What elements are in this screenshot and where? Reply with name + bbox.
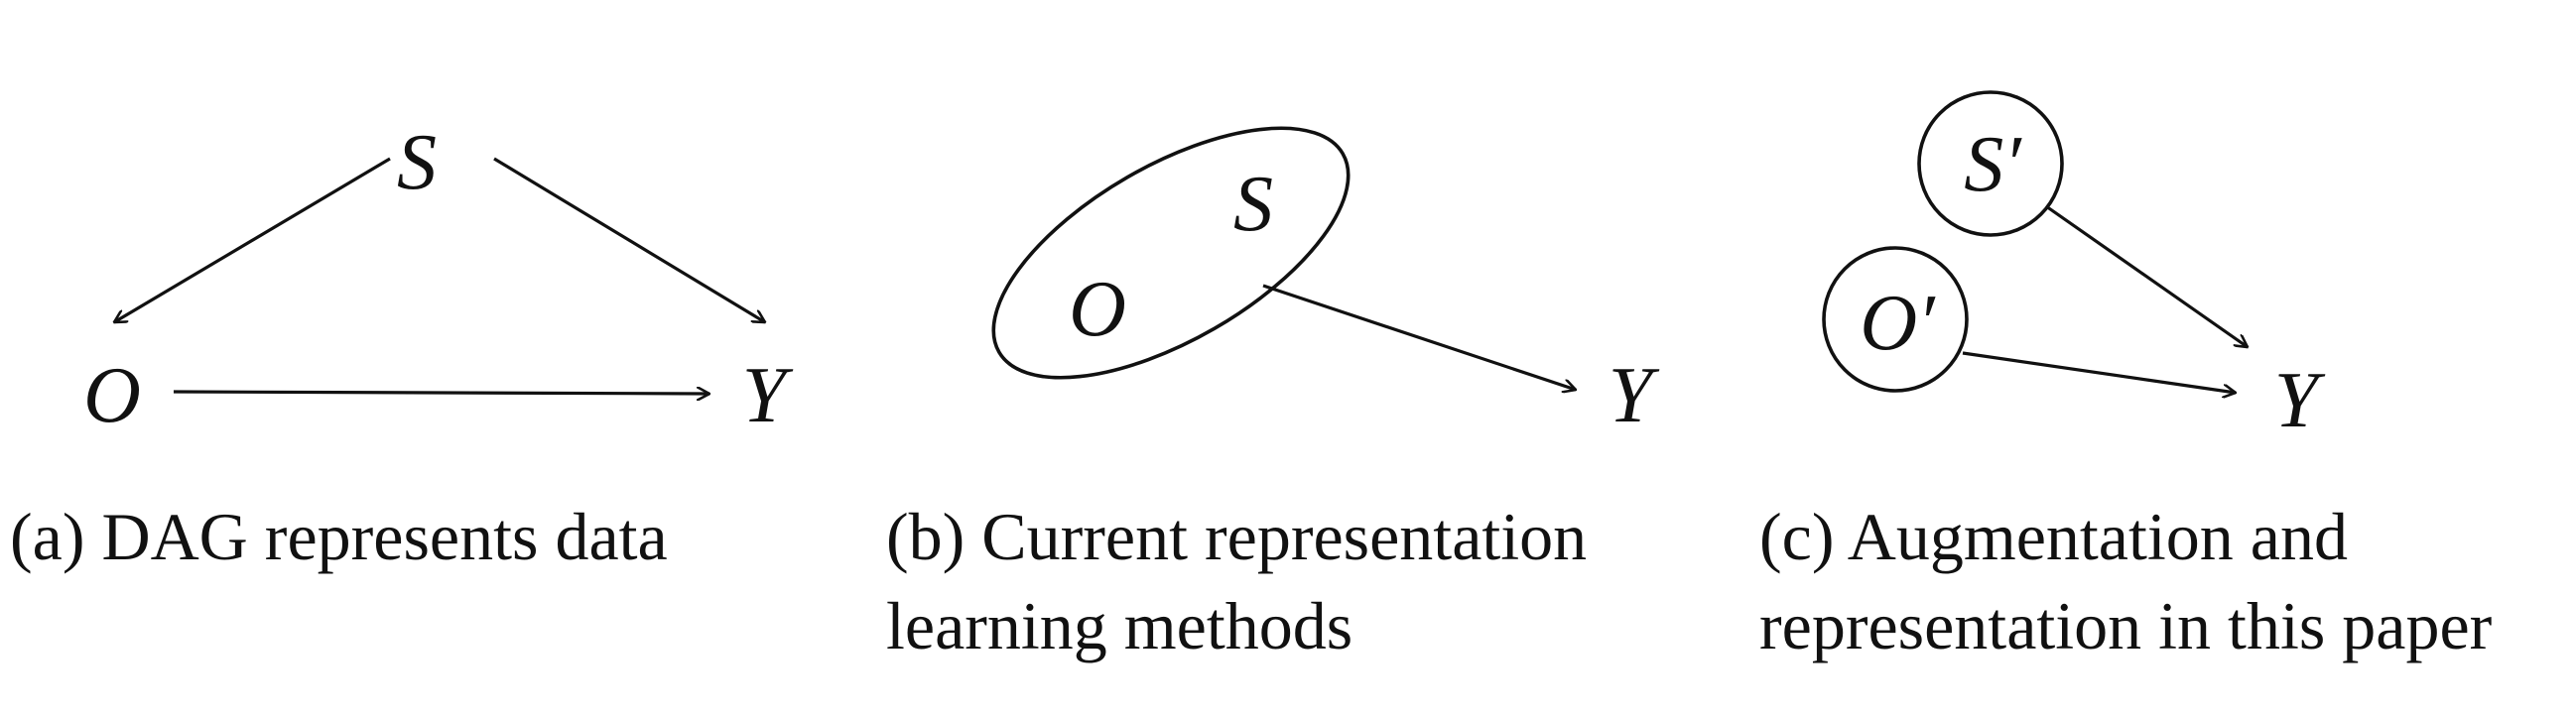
node-s-b: S [1233,161,1273,248]
caption-c: (c) Augmentation and representation in t… [1759,492,2492,670]
node-y-a: Y [742,352,794,439]
edge-s-to-o [114,157,391,322]
panel-a: S O Y [83,119,794,439]
edge-o-prime-to-y [1962,351,2236,393]
node-y-b: Y [1609,352,1660,439]
node-circle-s-prime [1917,90,2064,237]
caption-c-line2: representation in this paper [1759,588,2493,663]
caption-a-line1: (a) DAG represents data [10,499,668,574]
node-s-a: S [397,119,437,206]
panel-b: S O Y [991,126,1660,439]
node-o-a: O [83,352,141,439]
panel-c: S′ O′ Y [1822,90,2326,444]
caption-b-line2: learning methods [886,588,1353,663]
edge-s-to-y [493,157,765,322]
node-o-prime: O′ [1860,280,1936,367]
node-circle-o-prime [1822,246,1969,393]
edge-s-prime-to-y [2045,204,2248,347]
representation-ellipse [991,126,1351,380]
node-o-b: O [1069,266,1126,353]
edge-representation-to-y [1262,284,1576,390]
node-y-c: Y [2274,357,2326,444]
caption-b-line1: (b) Current representation [886,499,1588,574]
caption-b: (b) Current representation learning meth… [886,492,1587,670]
node-s-prime: S′ [1964,121,2022,208]
caption-a: (a) DAG represents data [10,492,668,581]
caption-c-line1: (c) Augmentation and [1759,499,2348,574]
edge-o-to-y [173,392,709,394]
